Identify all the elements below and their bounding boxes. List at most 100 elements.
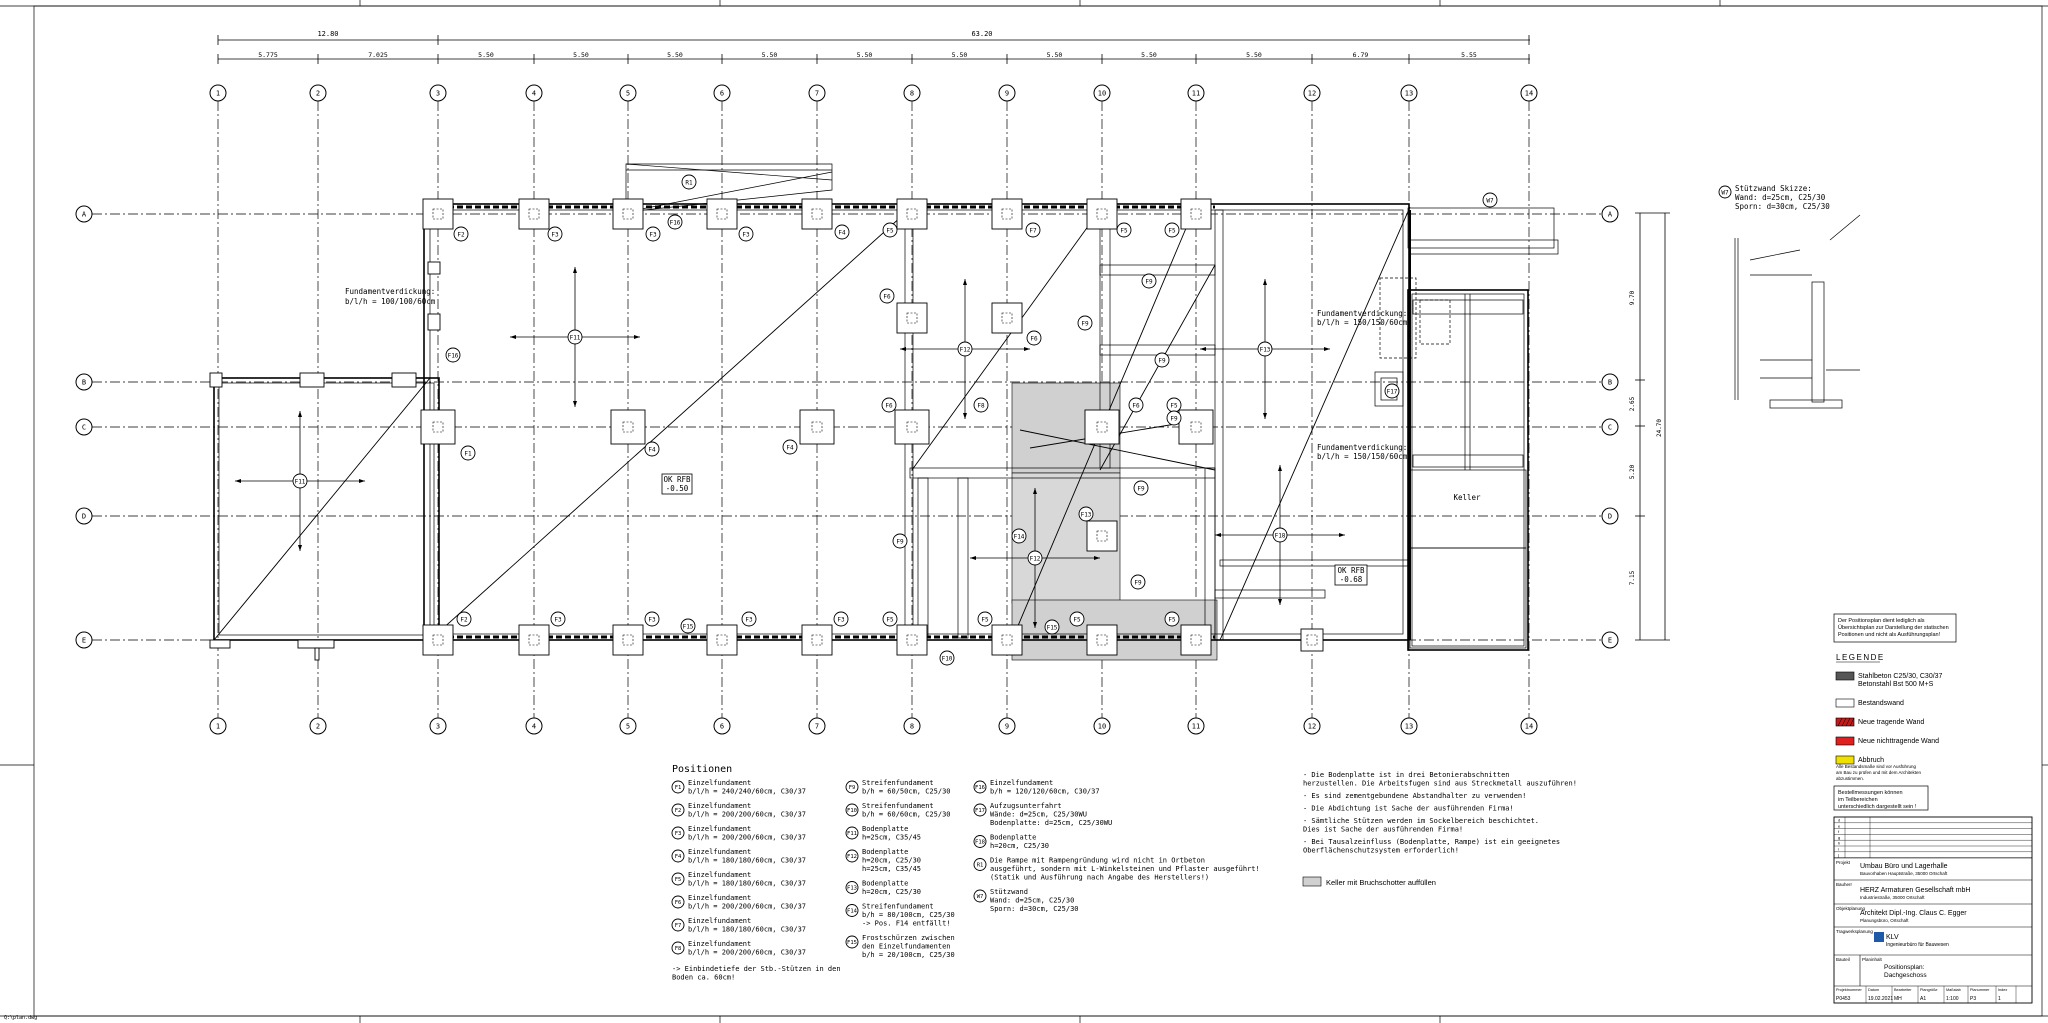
footing (1300, 628, 1324, 652)
svg-text:12: 12 (1308, 90, 1316, 98)
svg-text:A1: A1 (1920, 996, 1926, 1002)
svg-text:R1: R1 (977, 863, 984, 869)
svg-text:F9: F9 (1137, 485, 1145, 492)
legend-item: Bestandswand (1835, 698, 1904, 708)
svg-text:D: D (82, 513, 86, 521)
position-F1-line: b/l/h = 240/240/60cm, C30/37 (688, 788, 806, 796)
position-F9-line: b/h = 60/50cm, C25/30 (862, 788, 951, 796)
svg-text:F2: F2 (675, 808, 682, 814)
svg-text:F9: F9 (1081, 320, 1089, 327)
construction-note: Oberflächenschutzsystem erforderlich! (1303, 847, 1459, 855)
bay-dim-11: 5.50 (1246, 51, 1262, 59)
svg-text:F5: F5 (1168, 616, 1176, 623)
position-F12-line: Bodenplatte (862, 848, 908, 856)
svg-text:Abbruch: Abbruch (1858, 757, 1884, 764)
position-F1-line: Einzelfundament (688, 779, 751, 787)
position-F4-line: Einzelfundament (688, 848, 751, 856)
svg-text:d: d (1838, 818, 1840, 823)
axis-col-9-top: 9 (998, 84, 1016, 102)
svg-text:9: 9 (1005, 723, 1009, 731)
footing (801, 624, 833, 656)
footing (1180, 198, 1212, 230)
footing (422, 198, 454, 230)
disclaimer-2: Übersichtsplan zur Darstellung der stati… (1838, 624, 1949, 631)
svg-text:11: 11 (1192, 723, 1200, 731)
footing (518, 198, 550, 230)
svg-text:4: 4 (532, 723, 536, 731)
tag-F14: F14 (1011, 528, 1027, 544)
tag-F9: F9 (1130, 574, 1146, 590)
svg-text:F3: F3 (745, 616, 753, 623)
axis-row-B-right: B (1601, 373, 1619, 391)
svg-text:F8: F8 (675, 946, 682, 952)
tag-F6: F6 (879, 288, 895, 304)
position-F15-line: b/h = 20/100cm, C25/30 (862, 951, 955, 959)
svg-text:F3: F3 (648, 616, 656, 623)
svg-text:F1: F1 (675, 785, 682, 791)
position-F8-line: b/l/h = 200/200/60cm, C30/37 (688, 949, 806, 957)
svg-text:W7: W7 (977, 894, 984, 900)
svg-text:14: 14 (1525, 723, 1533, 731)
footing (991, 624, 1023, 656)
position-R1-line: ausgeführt, sondern mit L-Winkelsteinen … (990, 865, 1260, 873)
footing (896, 302, 928, 334)
svg-text:1: 1 (1998, 996, 2001, 1002)
plan-title-1: Positionsplan: (1884, 964, 1925, 971)
tag-F4: F4 (834, 224, 850, 240)
svg-text:F14: F14 (1014, 533, 1025, 540)
svg-text:Neue tragende Wand: Neue tragende Wand (1858, 719, 1924, 726)
bay-dim-13: 5.55 (1461, 51, 1477, 59)
bay-dim-2: 7.025 (368, 51, 388, 59)
plan-title-label: Planinhalt (1862, 957, 1883, 962)
tag-F9: F9 (1154, 352, 1170, 368)
svg-text:F15: F15 (1047, 624, 1058, 631)
axis-col-11-top: 11 (1187, 84, 1205, 102)
svg-text:F16: F16 (448, 352, 459, 359)
position-F14-line: -> Pos. F14 entfällt! (862, 920, 951, 928)
span-arrow: F12 (970, 488, 1100, 628)
svg-text:Stahlbeton C25/30, C30/37: Stahlbeton C25/30, C30/37 (1858, 673, 1943, 680)
tag-F3: F3 (550, 611, 566, 627)
position-F10-line: b/h = 60/60cm, C25/30 (862, 811, 951, 819)
fund1-line1: Fundamentverdickung: (345, 287, 435, 296)
svg-text:F2: F2 (457, 231, 465, 238)
svg-text:MH: MH (1894, 996, 1902, 1002)
svg-text:5: 5 (626, 90, 630, 98)
position-F18-line: Bodenplatte (990, 834, 1036, 842)
tag-R1: R1 (681, 174, 697, 190)
position-F2-line: b/l/h = 200/200/60cm, C30/37 (688, 811, 806, 819)
svg-text:A: A (82, 211, 87, 219)
footing (1084, 409, 1120, 445)
axis-col-1-top: 1 (209, 84, 227, 102)
tag-F17: F17 (1384, 383, 1400, 399)
svg-text:F5: F5 (1073, 616, 1081, 623)
tag-F5: F5 (882, 611, 898, 627)
position-F4-line: b/l/h = 180/180/60cm, C30/37 (688, 857, 806, 865)
tag-F3: F3 (738, 226, 754, 242)
construction-note: - Die Bodenplatte ist in drei Betonierab… (1303, 771, 1510, 779)
planung-label: Objektplanung (1836, 906, 1866, 911)
svg-text:F11: F11 (847, 831, 857, 837)
tag-F9: F9 (892, 533, 908, 549)
position-F6-line: Einzelfundament (688, 894, 751, 902)
footing (801, 198, 833, 230)
svg-text:6: 6 (720, 90, 724, 98)
bay-dim-5: 5.50 (667, 51, 683, 59)
statik-name: Ingenieurbüro für Bauwesen (1886, 942, 1949, 948)
boxed-note-2: im Teilbereichen (1838, 797, 1878, 803)
axis-col-13-bottom: 13 (1400, 717, 1418, 735)
w7-sketch-l1: Stützwand Skizze: (1735, 184, 1812, 193)
tag-W7: W7 (1482, 192, 1498, 208)
svg-text:Datum: Datum (1868, 988, 1879, 992)
svg-text:F6: F6 (883, 293, 891, 300)
svg-text:13: 13 (1405, 723, 1413, 731)
keller-label: Keller (1453, 493, 1481, 502)
svg-text:E: E (82, 637, 86, 645)
svg-text:e: e (1838, 823, 1841, 828)
